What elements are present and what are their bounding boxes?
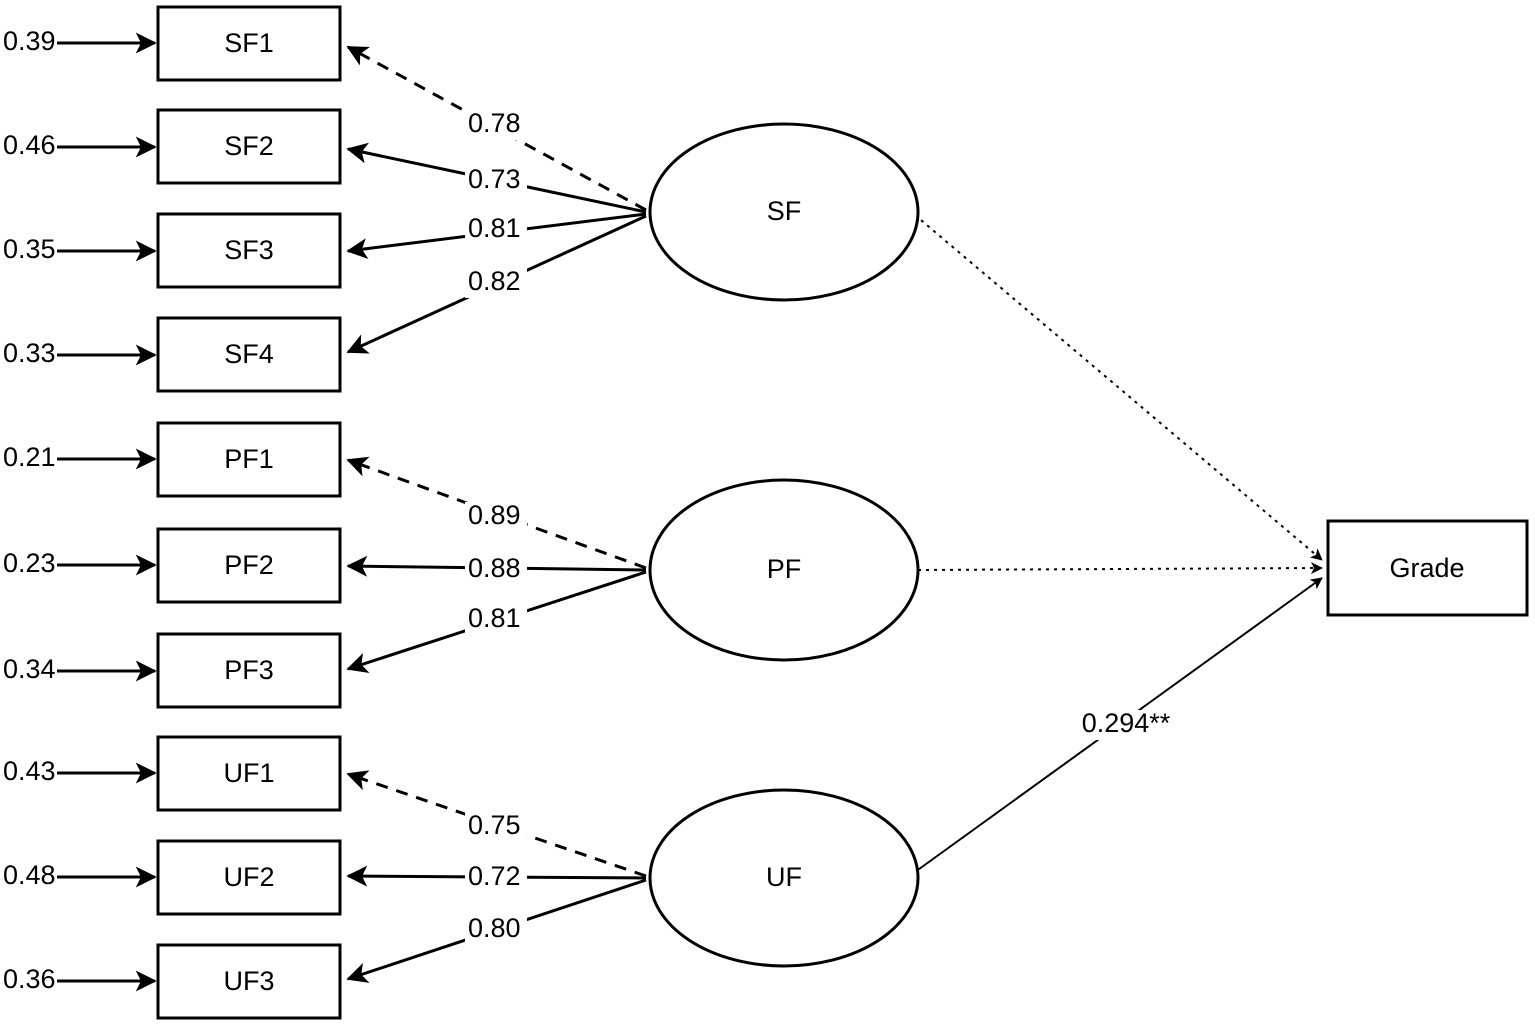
residual-label-sf1: 0.39	[3, 26, 56, 56]
loading-label-bg-uf1	[465, 812, 527, 842]
residual-label-uf2: 0.48	[3, 860, 56, 890]
indicator-label-pf1: PF1	[224, 444, 274, 474]
loading-label-bg-pf1	[465, 502, 527, 532]
loading-label-bg-sf1	[465, 110, 527, 140]
indicator-box-pf3	[156, 632, 342, 709]
indicator-label-sf2: SF2	[224, 131, 274, 161]
indicator-box-pf2	[156, 527, 342, 604]
loading-label-sf1: 0.78	[468, 108, 521, 138]
loading-label-pf1: 0.89	[468, 500, 521, 530]
indicator-box-uf1	[156, 735, 342, 812]
indicator-label-pf2: PF2	[224, 550, 274, 580]
residual-label-pf1: 0.21	[3, 442, 56, 472]
latent-label-uf: UF	[766, 862, 802, 892]
loading-label-uf2: 0.72	[468, 861, 521, 891]
loading-label-group: 0.78 0.73 0.81 0.82 0.89 0.88 0.81 0.75 …	[465, 108, 527, 945]
indicator-label-uf3: UF3	[223, 966, 274, 996]
residual-arrow-group	[57, 32, 157, 992]
indicator-box-sf1	[156, 5, 342, 82]
indicator-label-sf4: SF4	[224, 339, 274, 369]
loading-label-bg-uf2	[465, 863, 527, 893]
structural-path-pf-grade	[917, 562, 1323, 575]
indicator-box-group	[156, 5, 342, 1020]
structural-path-sf-grade	[914, 214, 1323, 561]
outcome-box-grade	[1326, 519, 1529, 617]
loading-label-bg-uf3	[465, 915, 527, 945]
latent-ellipse-sf	[648, 122, 920, 302]
outcome-label-grade: Grade	[1389, 553, 1464, 583]
indicator-box-sf3	[156, 212, 342, 289]
loading-label-sf2: 0.73	[468, 164, 521, 194]
path-label-bg-uf-grade	[1084, 710, 1168, 740]
latent-ellipse-pf	[648, 478, 920, 662]
indicator-label-sf3: SF3	[224, 235, 274, 265]
loading-label-sf3: 0.81	[468, 213, 521, 243]
indicator-box-pf1	[156, 421, 342, 498]
loading-label-bg-sf3	[465, 215, 527, 245]
indicator-box-uf2	[156, 839, 342, 916]
residual-label-pf3: 0.34	[3, 654, 56, 684]
indicator-label-pf3: PF3	[224, 655, 274, 685]
indicator-label-uf1: UF1	[223, 758, 274, 788]
loading-label-bg-sf4	[465, 268, 527, 298]
indicator-label-group: SF1 SF2 SF3 SF4 PF1 PF2 PF3 UF1 UF2 UF3	[223, 28, 274, 996]
loading-label-pf2: 0.88	[468, 553, 521, 583]
indicator-label-uf2: UF2	[223, 862, 274, 892]
loading-label-pf3: 0.81	[468, 603, 521, 633]
loading-label-bg-pf3	[465, 605, 527, 635]
residual-label-sf3: 0.35	[3, 234, 56, 264]
indicator-box-uf3	[156, 943, 342, 1020]
path-label-uf-grade: 0.294**	[1082, 708, 1171, 738]
residual-label-sf2: 0.46	[3, 130, 56, 160]
loading-label-uf1: 0.75	[468, 810, 521, 840]
outcome-group: Grade	[1326, 519, 1529, 617]
latent-ellipse-uf	[648, 788, 920, 968]
loading-label-uf3: 0.80	[468, 913, 521, 943]
indicator-label-sf1: SF1	[224, 28, 274, 58]
loading-label-sf4: 0.82	[468, 266, 521, 296]
latent-label-sf: SF	[767, 196, 802, 226]
loading-label-bg-pf2	[465, 555, 527, 585]
residual-label-uf1: 0.43	[3, 756, 56, 786]
residual-label-pf2: 0.23	[3, 548, 56, 578]
loading-label-bg-sf2	[465, 166, 527, 196]
residual-label-uf3: 0.36	[3, 964, 56, 994]
indicator-box-sf4	[156, 316, 342, 393]
latent-label-pf: PF	[767, 554, 802, 584]
structural-path-group	[914, 214, 1323, 873]
residual-label-group: 0.39 0.46 0.35 0.33 0.21 0.23 0.34 0.43 …	[3, 26, 56, 994]
latent-factor-group: SF PF UF	[648, 122, 920, 968]
residual-label-sf4: 0.33	[3, 338, 56, 368]
path-coefficient-group: 0.294**	[1082, 708, 1171, 740]
indicator-box-sf2	[156, 108, 342, 185]
